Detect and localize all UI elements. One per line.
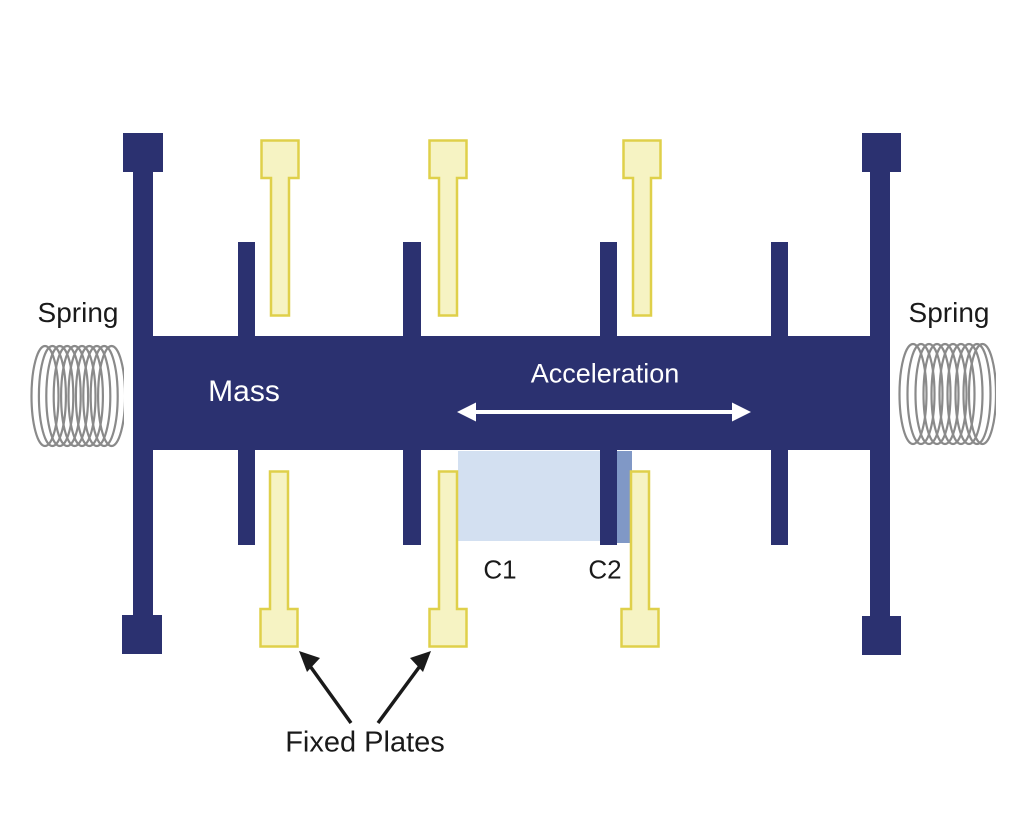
moving-finger-bottom-4 — [771, 449, 788, 545]
moving-finger-top-3 — [600, 242, 617, 337]
acceleration-double-arrow-icon — [457, 402, 751, 422]
moving-finger-top-2 — [403, 242, 421, 337]
anchor-block-bottom-right — [862, 616, 901, 655]
spring-coil-left-icon — [30, 344, 124, 448]
moving-finger-bottom-2 — [403, 449, 421, 545]
mass-label: Mass — [208, 375, 280, 408]
c2-capacitor-highlight — [617, 451, 632, 543]
moving-finger-bottom-3 — [600, 449, 617, 545]
fixed-plate-top-2 — [428, 139, 468, 317]
moving-finger-bottom-1 — [238, 449, 255, 545]
c2-label: C2 — [588, 554, 622, 585]
spring-coil-right-icon — [898, 342, 996, 446]
anchor-block-top-right — [862, 133, 901, 172]
anchor-beam-right — [870, 172, 890, 616]
spring-label-right: Spring — [908, 297, 990, 328]
acceleration-label: Acceleration — [530, 358, 680, 389]
fixed-plate-top-3 — [622, 139, 662, 317]
c1-label: C1 — [483, 554, 517, 585]
fixed-plates-pointer-arrows-icon — [299, 651, 431, 725]
fixed-plate-bottom-3 — [620, 470, 660, 648]
fixed-plate-bottom-2 — [428, 470, 468, 648]
fixed-plate-bottom-1 — [259, 470, 299, 648]
anchor-beam-left — [133, 172, 153, 616]
proof-mass-bar — [133, 336, 890, 450]
anchor-block-bottom-left — [122, 615, 162, 654]
spring-label-left: Spring — [37, 297, 119, 328]
fixed-plate-top-1 — [260, 139, 300, 317]
moving-finger-top-1 — [238, 242, 255, 337]
moving-finger-top-4 — [771, 242, 788, 337]
c1-capacitor-highlight — [458, 451, 601, 541]
anchor-block-top-left — [123, 133, 163, 172]
fixed-plates-label: Fixed Plates — [285, 726, 445, 759]
